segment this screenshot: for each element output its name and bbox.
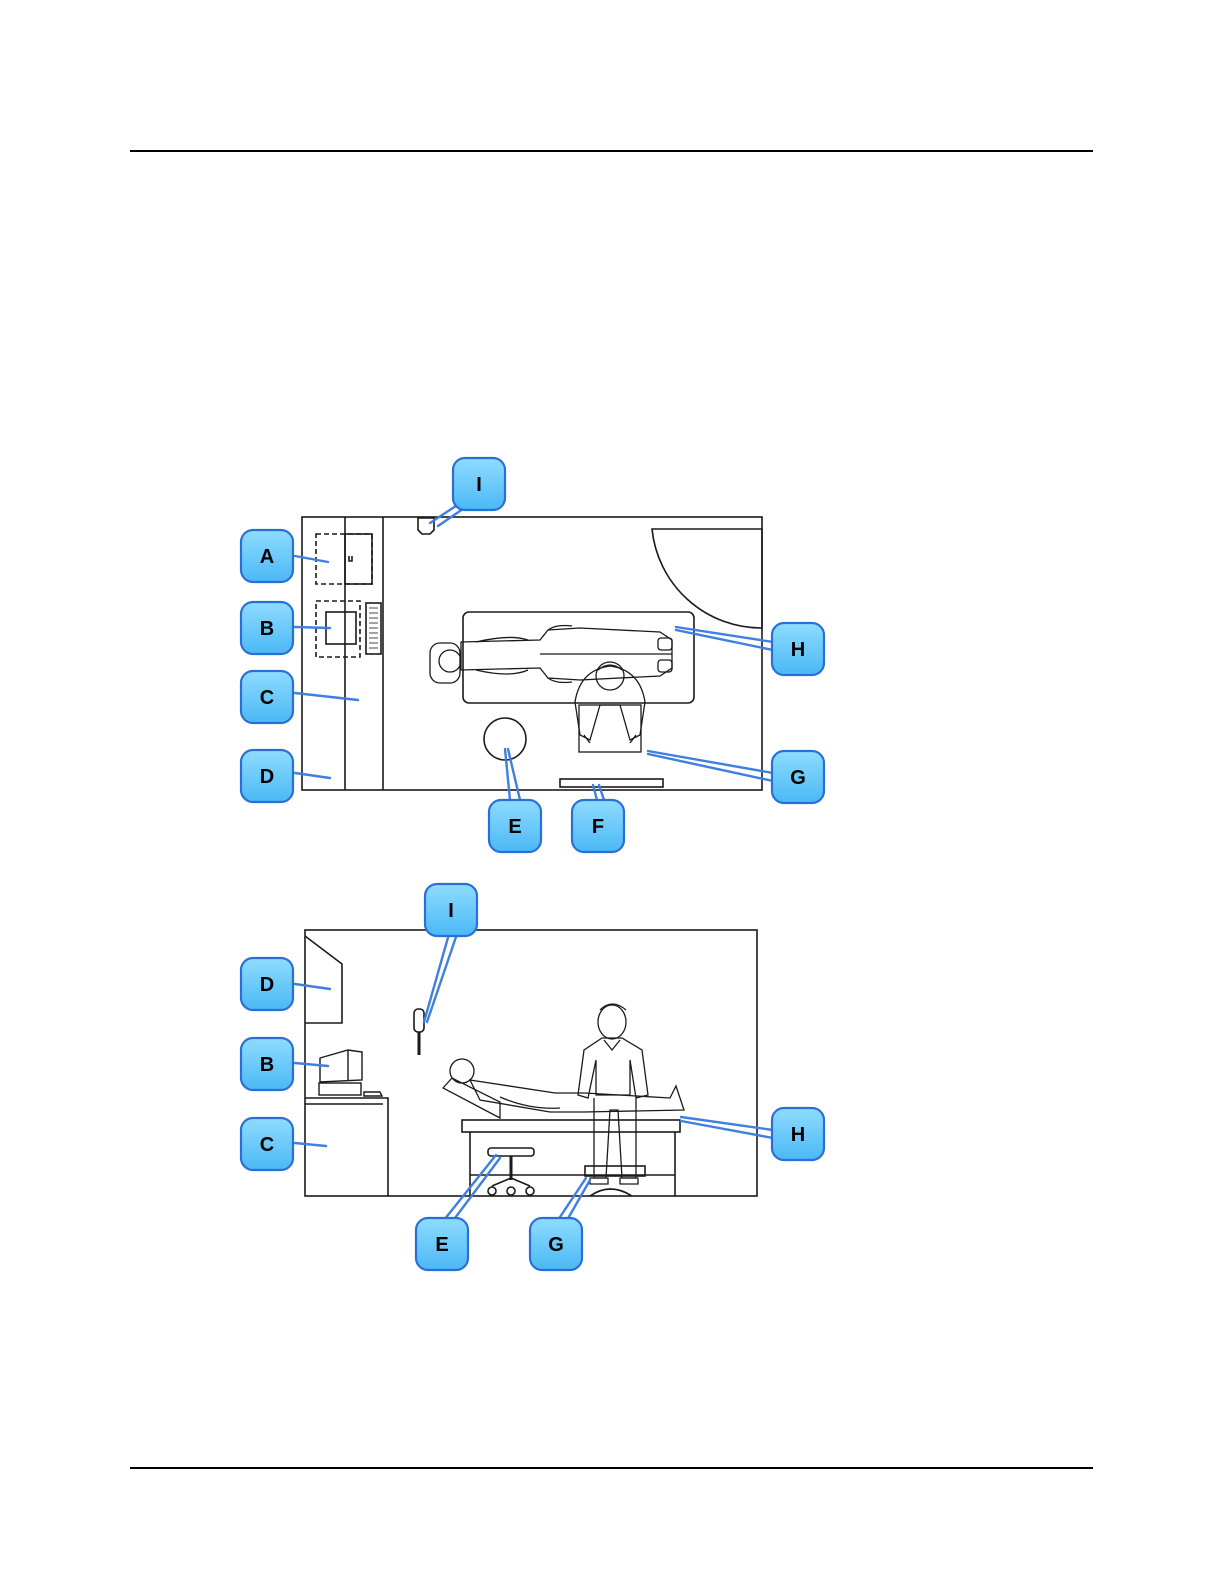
plan-callout-f: F: [572, 800, 624, 852]
elev-callout-g: G: [530, 1218, 582, 1270]
elev-callout-e: E: [416, 1218, 468, 1270]
plan-callout-d: D: [241, 750, 293, 802]
plan-callout-b: B: [241, 602, 293, 654]
plan-callout-label: C: [260, 687, 274, 709]
plan-callout-label: E: [508, 816, 521, 838]
plan-view: [302, 517, 762, 790]
elev-callout-label: C: [260, 1134, 274, 1156]
plan-callout-label: H: [791, 639, 805, 661]
plan-leader-h: [676, 627, 773, 650]
plan-leader-d: [295, 773, 330, 778]
plan-callout-e: E: [489, 800, 541, 852]
plan-step: [560, 779, 663, 787]
elev-leader-b: [295, 1063, 328, 1066]
elev-callout-b: B: [241, 1038, 293, 1090]
plan-leader-c: [295, 693, 358, 700]
plan-seated-doctor: [575, 662, 645, 752]
elev-reclining-patient: [443, 1059, 684, 1118]
elev-leader-d: [295, 984, 330, 989]
plan-callout-label: G: [790, 767, 806, 789]
plan-computer-desk: [316, 601, 360, 657]
plan-callout-h: H: [772, 623, 824, 675]
elev-callout-label: B: [260, 1054, 274, 1076]
elev-callout-label: E: [435, 1234, 448, 1256]
elev-leader-g: [558, 1178, 590, 1222]
plan-leader-a: [295, 556, 328, 562]
elev-wall-light: [414, 1009, 424, 1055]
elev-leader-i: [424, 934, 457, 1022]
plan-callout-label: A: [260, 546, 274, 568]
elev-wall-cabinet: [305, 936, 342, 1023]
elev-callout-label: I: [448, 900, 454, 922]
plan-callout-label: D: [260, 766, 274, 788]
plan-leader-b: [295, 627, 330, 628]
plan-leader-g: [648, 751, 773, 781]
plan-sink: [316, 534, 372, 584]
plan-wall-light: [418, 518, 434, 534]
plan-callout-g: G: [772, 751, 824, 803]
plan-callout-c: C: [241, 671, 293, 723]
plan-callout-label: B: [260, 618, 274, 640]
plan-callout-i: I: [453, 458, 505, 510]
elev-callout-label: D: [260, 974, 274, 996]
plan-keyboard: [366, 603, 381, 654]
plan-callout-label: F: [592, 816, 604, 838]
plan-reclining-patient: [430, 626, 672, 684]
elev-callout-i: I: [425, 884, 477, 936]
plan-faucet: [349, 556, 352, 561]
elev-callout-d: D: [241, 958, 293, 1010]
plan-callout-a: A: [241, 530, 293, 582]
plan-callout-label: I: [476, 474, 482, 496]
elev-callout-label: H: [791, 1124, 805, 1146]
plan-door-swing: [652, 529, 762, 628]
elev-callout-h: H: [772, 1108, 824, 1160]
elev-leader-c: [295, 1143, 326, 1146]
plan-keyboard-keys: [369, 608, 378, 648]
elevation-callouts: I D B C E G H: [241, 884, 824, 1270]
elev-leader-e: [444, 1155, 500, 1222]
elev-counter: [305, 1098, 388, 1196]
elev-leader-h: [681, 1117, 773, 1138]
elev-callout-c: C: [241, 1118, 293, 1170]
elevation-view: [305, 930, 757, 1196]
elev-callout-label: G: [548, 1234, 564, 1256]
elev-computer: [319, 1050, 382, 1096]
